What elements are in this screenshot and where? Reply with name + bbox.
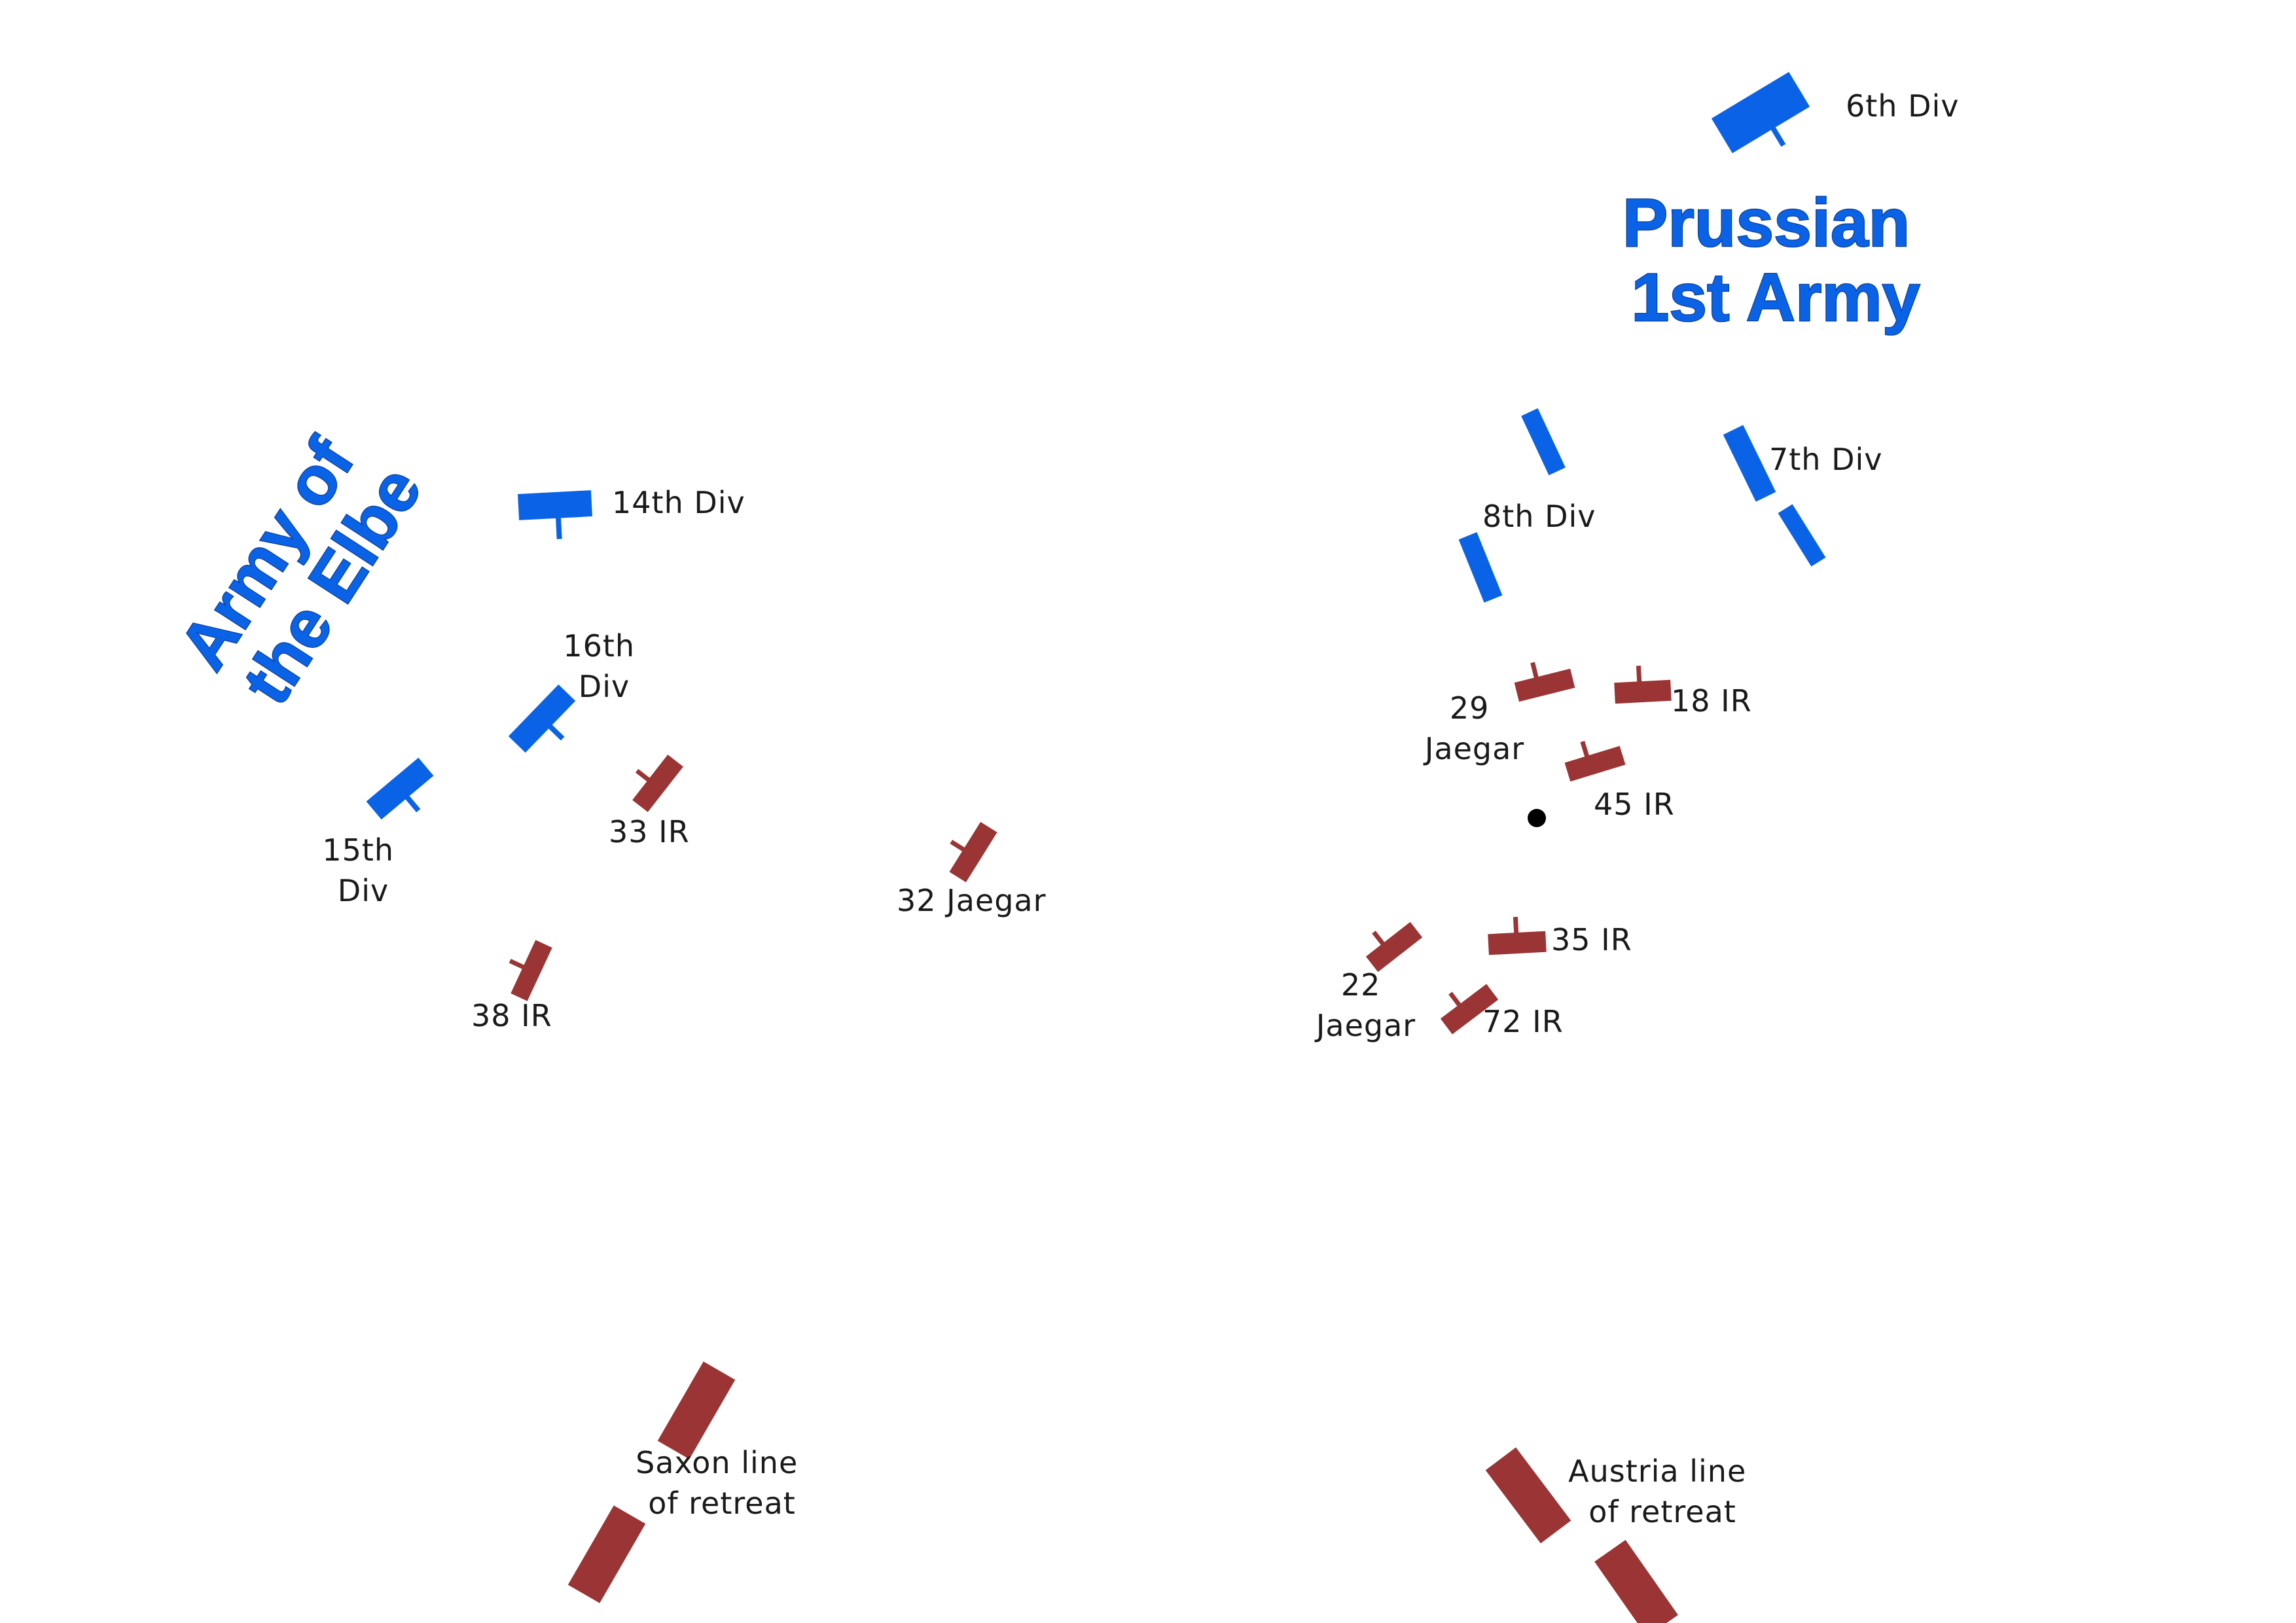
prussian-14th-div-marker — [518, 490, 592, 539]
austria-retreat-block-north — [1485, 1447, 1571, 1544]
prussian-16th-div-label: 16th Div — [563, 628, 645, 704]
austria-line-of-retreat-label-line2: of retreat — [1588, 1494, 1736, 1529]
saxon-32-jaegar-label: 32 Jaegar — [897, 883, 1047, 918]
austrian-72-ir-marker — [1440, 984, 1499, 1035]
saxon-33-ir-label: 33 IR — [609, 814, 690, 849]
austrian-35-ir-marker — [1488, 916, 1547, 955]
prussian-8th-div-label: 8th Div — [1482, 499, 1596, 534]
austria-line-of-retreat-label-line1: Austria line — [1568, 1454, 1746, 1489]
prussian-1st-army-title: Prussian 1st Army — [1623, 185, 1929, 336]
saxon-retreat-block-north — [657, 1361, 736, 1459]
prussian-16th-div-marker — [508, 684, 576, 753]
austrian-29-jaegar-label: 29 Jaegar — [1423, 690, 1524, 766]
austrian-29-jaegar-marker — [1514, 662, 1575, 702]
prussian-6th-div-marker — [1711, 71, 1810, 154]
saxon-38-ir-marker — [509, 940, 552, 1001]
saxon-line-of-retreat-label-line1: Saxon line — [636, 1445, 798, 1480]
prussian-6th-div-label: 6th Div — [1846, 88, 1960, 124]
austrian-22-jaegar-label: 22 Jaegar — [1314, 967, 1416, 1043]
austrian-45-ir-label: 45 IR — [1594, 787, 1675, 822]
saxon-32-jaegar-marker — [949, 821, 997, 883]
austria-retreat-block-south — [1594, 1540, 1678, 1623]
prussian-15th-div-label: 15th Div — [322, 832, 404, 908]
austrian-72-ir-label: 72 IR — [1482, 1004, 1564, 1039]
prussian-7th-div-block-north — [1723, 425, 1776, 502]
saxon-line-of-retreat-label-line2: of retreat — [648, 1486, 796, 1521]
austrian-45-ir-marker — [1564, 741, 1626, 782]
prussian-14th-div-label: 14th Div — [612, 485, 745, 520]
austrian-18-ir-marker — [1614, 666, 1672, 704]
austria-line-of-retreat-label: Austria line of retreat — [1568, 1454, 1757, 1529]
austrian-18-ir-label: 18 IR — [1671, 683, 1752, 719]
austrian-35-ir-label: 35 IR — [1551, 922, 1632, 957]
position-dot-marker — [1528, 809, 1546, 827]
austrian-22-jaegar-label-line2: Jaegar — [1314, 1008, 1416, 1043]
saxon-line-of-retreat-label: Saxon line of retreat — [636, 1445, 808, 1521]
saxon-33-ir-marker — [632, 755, 683, 812]
saxon-38-ir-label: 38 IR — [471, 998, 552, 1033]
prussian-7th-div-label: 7th Div — [1769, 442, 1883, 477]
austrian-22-jaegar-label-line1: 22 — [1341, 967, 1381, 1003]
prussian-16th-div-label-line1: 16th — [563, 628, 635, 664]
prussian-1st-army-title-line1: Prussian — [1623, 185, 1910, 261]
prussian-1st-army-title-line2: 1st Army — [1631, 260, 1920, 336]
prussian-8th-div-block-north — [1521, 408, 1566, 476]
prussian-16th-div-label-line2: Div — [579, 669, 630, 704]
prussian-15th-div-label-line1: 15th — [322, 832, 394, 868]
prussian-8th-div-block-south — [1458, 532, 1503, 603]
austrian-29-jaegar-label-line2: Jaegar — [1423, 731, 1524, 766]
austrian-22-jaegar-marker — [1365, 921, 1423, 972]
saxon-retreat-block-south — [567, 1505, 646, 1603]
prussian-15th-div-marker — [366, 757, 434, 820]
prussian-15th-div-label-line2: Div — [338, 873, 389, 908]
prussian-7th-div-block-south — [1778, 504, 1826, 567]
austrian-29-jaegar-label-line1: 29 — [1450, 690, 1490, 726]
